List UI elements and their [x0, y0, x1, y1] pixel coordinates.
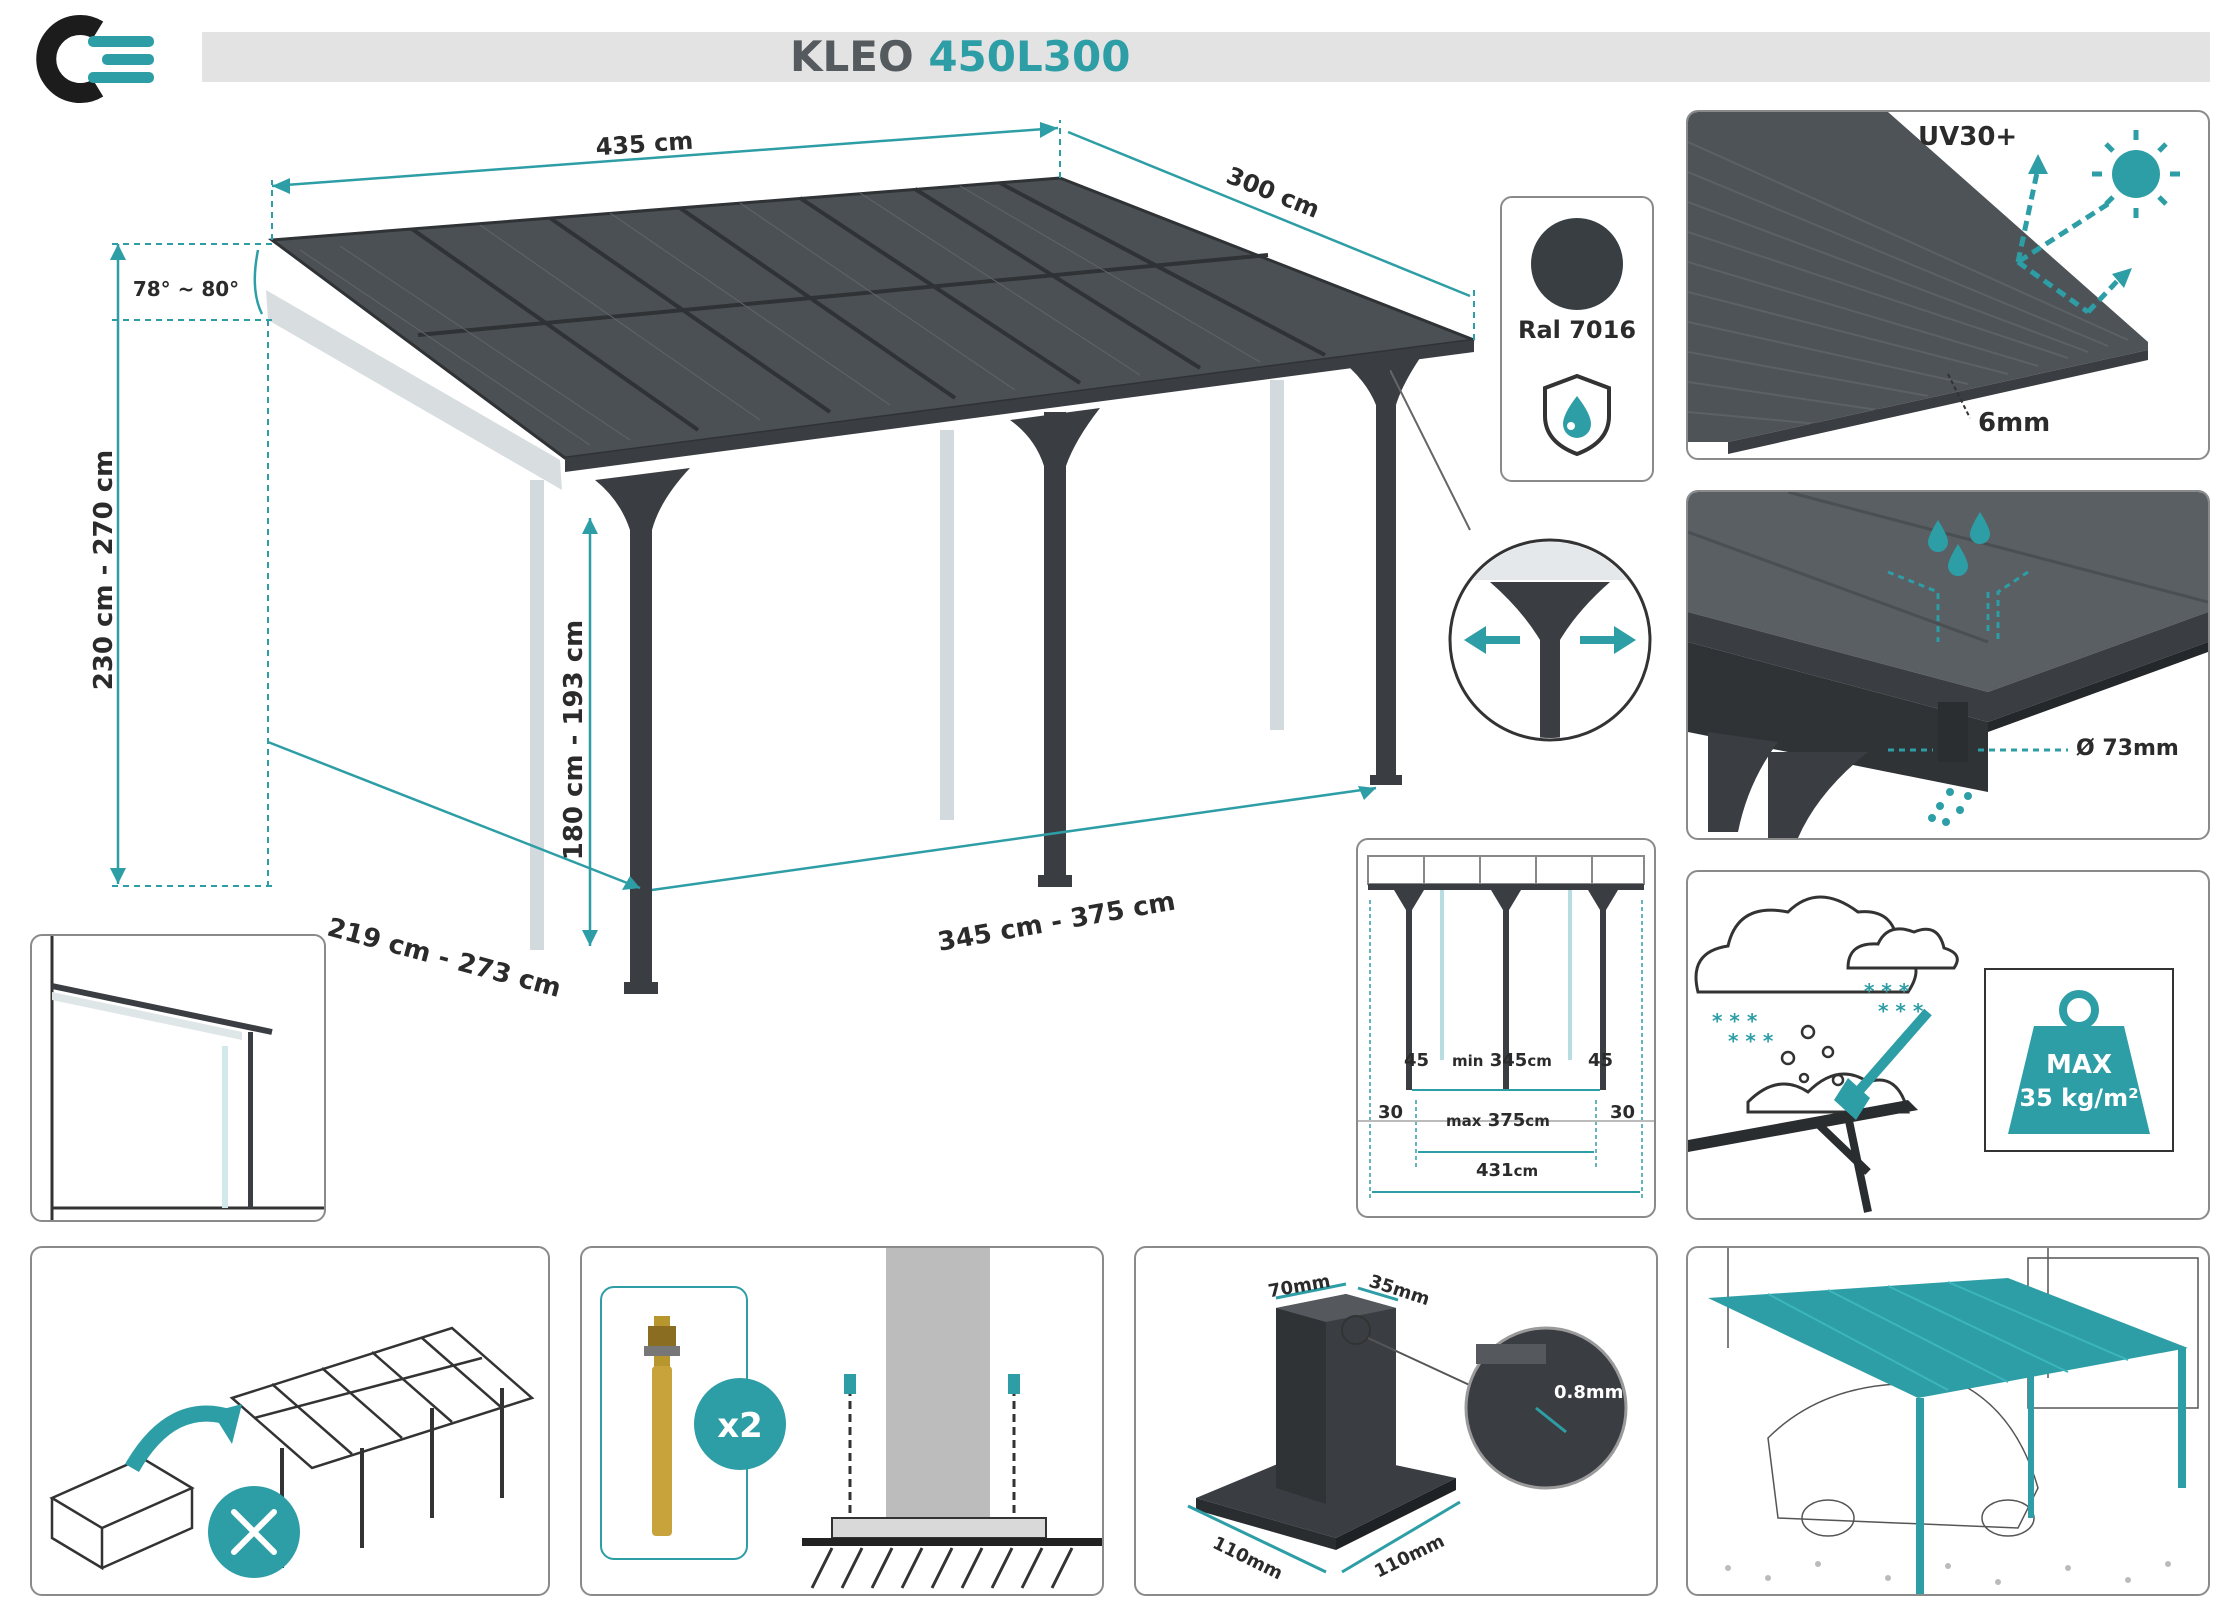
post-spacing-panel: 45 min 345cm 45 30 max 375cm 30 431cm [1356, 838, 1656, 1218]
polycarbonate-sheet-graphic [1688, 112, 2180, 454]
side-view-graphic [50, 936, 324, 1220]
width-dim-label: 435 cm [595, 127, 694, 162]
weight-icon [2008, 990, 2150, 1134]
spacing-max-prefix: max [1446, 1112, 1482, 1130]
spacing-total-unit: cm [1513, 1162, 1539, 1180]
wall-height-label: 230 cm - 270 cm [89, 450, 119, 691]
color-badge: Ral 7016 [1500, 196, 1654, 482]
anchor-bolt-graphic [644, 1316, 786, 1536]
snow-load-graphic: * * ** * * * * ** * * [1688, 895, 1959, 1213]
assembly-panel [30, 1246, 550, 1596]
ral-label: Ral 7016 [1517, 316, 1637, 344]
angle-label: 78° ~ 80° [133, 277, 239, 301]
spacing-max-value: 375 [1487, 1110, 1526, 1131]
svg-text:* * *: * * * [1712, 1009, 1758, 1033]
thickness-label: 6mm [1978, 408, 2051, 438]
post-front-middle [1044, 412, 1066, 882]
spacing-total: 431cm [1476, 1160, 1538, 1181]
spacing-max-unit: cm [1525, 1112, 1550, 1130]
spacing-left-offset: 45 [1404, 1050, 1430, 1071]
spacing-total-value: 431 [1476, 1160, 1514, 1181]
base-plate-panel: 70mm 35mm 0.8mm 110mm 110mm [1134, 1246, 1658, 1596]
anchor-panel: x2 [580, 1246, 1104, 1596]
post-footing-graphic [802, 1248, 1102, 1589]
brand-logo [36, 15, 154, 103]
spacing-right-offset: 45 [1588, 1050, 1614, 1071]
post-front-left [630, 480, 652, 990]
spacing-min-unit: cm [1527, 1052, 1552, 1070]
color-swatch [1531, 218, 1623, 310]
spacing-min: min 345cm [1452, 1050, 1552, 1071]
front-length-label: 345 cm - 375 cm [936, 886, 1178, 957]
spacing-min-prefix: min [1452, 1052, 1484, 1070]
uv-label: UV30+ [1918, 122, 2018, 152]
bracket-zoom-detail [1390, 370, 1652, 742]
page-title: KLEO 450L300 [790, 30, 1130, 84]
post-height-label: 180 cm - 193 cm [559, 620, 589, 861]
spacing-min-value: 345 [1489, 1050, 1528, 1071]
max-load-line1: MAX [2045, 1050, 2113, 1080]
gutter-panel: Ø 73mm [1686, 490, 2210, 840]
uv-panel: UV30+ 6mm [1686, 110, 2210, 460]
gutter-diameter-label: Ø 73mm [2076, 736, 2179, 761]
max-load-line2: 35 kg/m² [2019, 1084, 2139, 1112]
side-length-label: 219 cm - 273 cm [324, 913, 564, 1004]
plate-thickness: 0.8mm [1554, 1382, 1624, 1403]
svg-text:* * *: * * * [1728, 1029, 1774, 1053]
header-bar [202, 32, 2210, 82]
post-front-right [1376, 362, 1396, 782]
svg-text:* * *: * * * [1864, 979, 1910, 1003]
spacing-right-edge: 30 [1610, 1102, 1636, 1123]
assembly-graphic [49, 1326, 535, 1578]
spacing-left-edge: 30 [1378, 1102, 1404, 1123]
anchor-quantity: x2 [717, 1406, 763, 1446]
base-plate-graphic [1187, 1282, 1628, 1574]
snow-load-panel: * * ** * * * * ** * * MAX 35 kg/m² [1686, 870, 2210, 1220]
main-pergola-diagram: 435 cm 300 cm 78° ~ 80° 230 cm - 270 cm … [89, 120, 1475, 1004]
carport-scene-graphic [1708, 1248, 2199, 1594]
title-code: 450L300 [928, 32, 1131, 81]
water-shield-icon [1543, 373, 1611, 457]
title-main: KLEO [790, 32, 914, 81]
spacing-max: max 375cm [1446, 1110, 1550, 1131]
gutter-drain-graphic [1688, 492, 2208, 838]
carport-scene-panel [1686, 1246, 2210, 1596]
post-spacing-graphic [1358, 855, 1654, 1200]
side-view-panel [30, 934, 326, 1222]
